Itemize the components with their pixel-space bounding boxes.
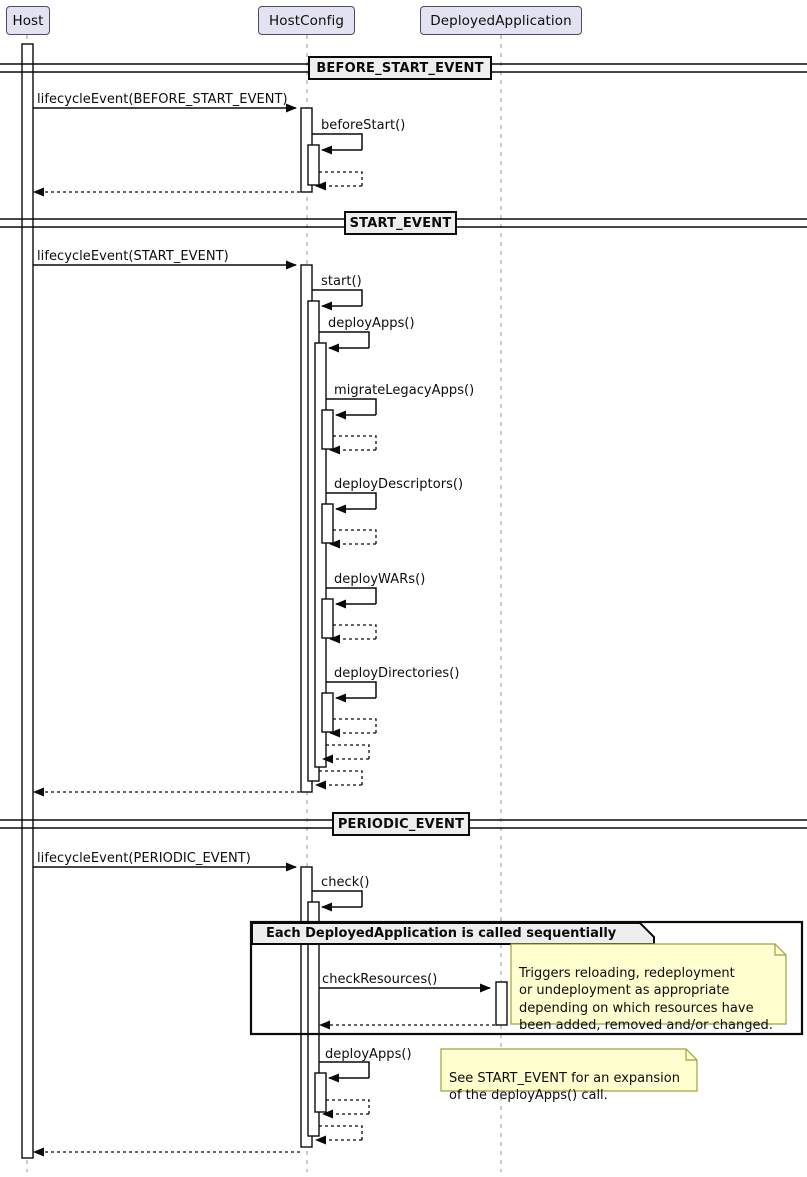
- note-deploy-apps-text: See START_EVENT for an expansion of the …: [449, 1071, 680, 1104]
- message-label-deployapps-periodic: deployApps(): [325, 1047, 412, 1062]
- selfcall-deployWARs: [326, 587, 377, 609]
- selfreturn-deployDirectories: [333, 718, 377, 734]
- selfcall-check: [312, 890, 363, 912]
- group-title-sequential: Each DeployedApplication is called seque…: [252, 923, 654, 944]
- selfcall-start: [312, 289, 363, 311]
- participant-deployedapplication-label: DeployedApplication: [430, 12, 572, 29]
- selfreturn-deployWARs: [333, 624, 377, 640]
- participant-hostconfig[interactable]: HostConfig: [258, 6, 355, 35]
- selfcall-deployDirectories: [326, 681, 377, 703]
- note-check-resources-text: Triggers reloading, redeployment or unde…: [519, 966, 773, 1033]
- participant-hostconfig-label: HostConfig: [268, 12, 345, 29]
- activation-deployedapplication: [495, 981, 508, 1026]
- participant-deployedapplication[interactable]: DeployedApplication: [420, 6, 582, 35]
- selfreturn-deployApps-start: [326, 744, 370, 760]
- selfcall-deployDescriptors: [326, 492, 377, 514]
- group-title-label: Each DeployedApplication is called seque…: [266, 926, 617, 941]
- return-head-beforeStart: [315, 181, 326, 191]
- selfreturn-deployDescriptors: [333, 529, 377, 545]
- selfreturn-check: [319, 1125, 363, 1141]
- lifelines: [26, 35, 502, 1172]
- message-label-beforestart: beforeStart(): [321, 118, 406, 133]
- selfreturn-beforeStart: [319, 171, 363, 187]
- divider-start-event-label: START_EVENT: [349, 215, 452, 231]
- message-label-lifecycle-periodic: lifecycleEvent(PERIODIC_EVENT): [37, 851, 251, 866]
- activation-hostconfig-periodic: [300, 866, 327, 1148]
- message-label-deploydescriptors: deployDescriptors(): [334, 477, 464, 492]
- activation-host: [21, 43, 34, 1159]
- selfcall-deployApps-periodic: [319, 1061, 370, 1083]
- message-label-start: start(): [321, 274, 362, 289]
- note-deploy-apps-shape: [440, 1048, 698, 1092]
- selfcall-migrateLegacyApps: [326, 398, 377, 420]
- divider-before-start-event: BEFORE_START_EVENT: [308, 56, 492, 80]
- divider-start-event: START_EVENT: [344, 211, 457, 235]
- note-deploy-apps: See START_EVENT for an expansion of the …: [441, 1049, 697, 1103]
- activation-hostconfig-start: [300, 264, 334, 793]
- note-check-resources: Triggers reloading, redeployment or unde…: [511, 944, 786, 1033]
- selfreturn-deployApps-periodic: [326, 1099, 370, 1115]
- note-check-resources-shape: [510, 943, 787, 1025]
- divider-before-start-event-label: BEFORE_START_EVENT: [316, 60, 484, 76]
- divider-periodic-event-label: PERIODIC_EVENT: [337, 816, 465, 832]
- message-label-deployapps-start: deployApps(): [328, 316, 415, 331]
- selfcall-deployApps-start: [319, 331, 370, 353]
- selfcall-beforeStart: [312, 133, 363, 155]
- message-label-lifecycle-before-start: lifecycleEvent(BEFORE_START_EVENT): [37, 92, 288, 107]
- message-label-migratelegacyapps: migrateLegacyApps(): [334, 383, 475, 398]
- message-label-deploydirectories: deployDirectories(): [334, 666, 460, 681]
- selfreturn-migrateLegacyApps: [333, 435, 377, 451]
- activation-hostconfig-1: [300, 107, 320, 193]
- participant-host[interactable]: Host: [6, 6, 50, 35]
- group-title-shape: [251, 922, 655, 945]
- message-label-lifecycle-start: lifecycleEvent(START_EVENT): [37, 249, 229, 264]
- message-label-checkresources: checkResources(): [322, 972, 438, 987]
- divider-periodic-event: PERIODIC_EVENT: [332, 812, 470, 836]
- participant-host-label: Host: [12, 12, 44, 29]
- message-label-check: check(): [321, 875, 370, 890]
- message-label-deploywars: deployWARs(): [334, 572, 426, 587]
- selfreturn-start: [319, 770, 363, 786]
